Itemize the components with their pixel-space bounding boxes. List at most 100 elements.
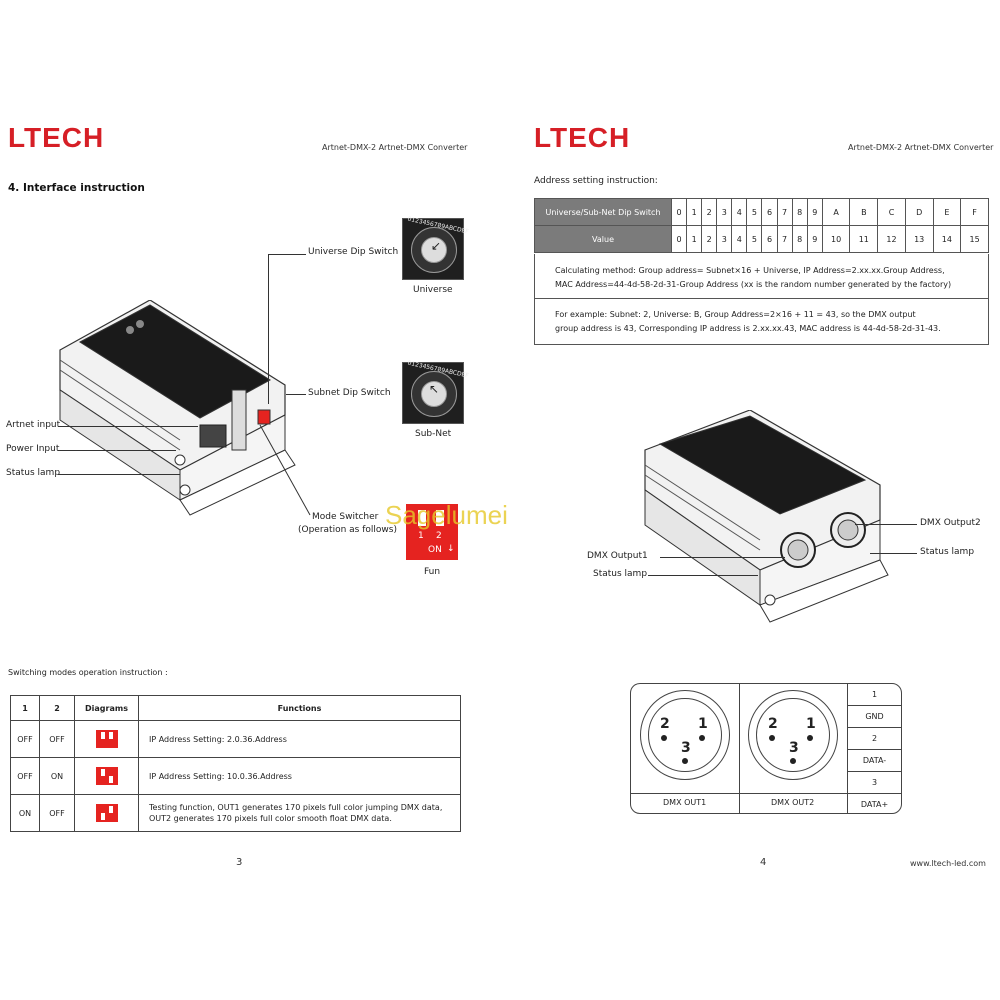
xlr-label-out2: DMX OUT2 bbox=[771, 798, 815, 807]
cell-s2: OFF bbox=[39, 794, 75, 832]
addr-value-cell: 4 bbox=[731, 225, 748, 253]
xlr-legend-item: 1 bbox=[848, 684, 901, 706]
converter-device-front bbox=[59, 300, 296, 516]
addr-dip-cell: 5 bbox=[746, 198, 763, 226]
table-row: ON OFF Testing function, OUT1 generates … bbox=[10, 794, 461, 832]
label-dmx-output1: DMX Output1 bbox=[587, 551, 648, 561]
addr-value-cell: 0 bbox=[670, 225, 688, 253]
th-switch2: 2 bbox=[39, 695, 75, 721]
label-mode-switcher-note: (Operation as follows) bbox=[298, 525, 397, 535]
table-row: OFF OFF IP Address Setting: 2.0.36.Addre… bbox=[10, 720, 461, 758]
th-functions: Functions bbox=[138, 695, 461, 721]
fun-switch-num-2: 2 bbox=[436, 531, 442, 541]
addr-dip-cell: F bbox=[960, 198, 989, 226]
fun-switch-on: ON bbox=[428, 545, 442, 555]
cell-function: IP Address Setting: 2.0.36.Address bbox=[138, 720, 461, 758]
addr-dip-cell: 8 bbox=[791, 198, 808, 226]
label-artnet-input: Artnet input bbox=[6, 420, 61, 430]
brand-logo-right: LTECH bbox=[534, 122, 631, 153]
section-title: 4. Interface instruction bbox=[8, 182, 145, 194]
th-diagrams: Diagrams bbox=[74, 695, 139, 721]
addr-value-cell: 14 bbox=[932, 225, 962, 253]
label-universe: Universe bbox=[413, 285, 453, 295]
subnet-dial: 0123456789ABCDEF ↖ bbox=[402, 360, 469, 424]
label-status-lamp-left: Status lamp bbox=[593, 569, 648, 579]
pin-label: 3 bbox=[789, 740, 799, 756]
pin-label: 2 bbox=[768, 716, 778, 732]
cell-function: IP Address Setting: 10.0.36.Address bbox=[138, 757, 461, 795]
addr-value-cell: 6 bbox=[761, 225, 778, 253]
addr-dip-cell: C bbox=[877, 198, 906, 226]
brand-logo-left: LTECH bbox=[8, 122, 105, 153]
xlr-legend-item: 3 bbox=[848, 772, 901, 794]
addr-dip-cell: D bbox=[904, 198, 934, 226]
label-dmx-output2: DMX Output2 bbox=[920, 518, 981, 528]
label-fun: Fun bbox=[424, 567, 441, 577]
addr-value-cell: 7 bbox=[776, 225, 793, 253]
cell-s2: OFF bbox=[39, 720, 75, 758]
label-status-lamp: Status lamp bbox=[6, 468, 61, 478]
addr-dip-cell: 4 bbox=[731, 198, 748, 226]
addr-row1-label: Universe/Sub-Net Dip Switch bbox=[534, 198, 672, 226]
page-number-left: 3 bbox=[236, 857, 243, 868]
calc-line-2: MAC Address=44-4d-58-2d-31-Group Address… bbox=[555, 280, 952, 289]
doc-title-left: Artnet-DMX-2 Artnet-DMX Converter bbox=[322, 143, 468, 152]
addr-value-cell: 15 bbox=[960, 225, 989, 253]
cell-s1: OFF bbox=[10, 757, 40, 795]
fun-switch-num-1: 1 bbox=[418, 531, 424, 541]
pin-label: 3 bbox=[681, 740, 691, 756]
addr-value-cell: 2 bbox=[701, 225, 718, 253]
leader-mode-switcher bbox=[259, 424, 311, 516]
th-switch1: 1 bbox=[10, 695, 40, 721]
page-number-right: 4 bbox=[760, 857, 767, 868]
addr-dip-cell: 9 bbox=[806, 198, 823, 226]
addr-dip-cell: B bbox=[849, 198, 879, 226]
label-power-input: Power Input bbox=[6, 444, 60, 454]
addr-row2-label: Value bbox=[534, 225, 672, 253]
doc-title-right: Artnet-DMX-2 Artnet-DMX Converter bbox=[848, 143, 994, 152]
cell-function: Testing function, OUT1 generates 170 pix… bbox=[138, 794, 461, 832]
xlr-legend-item: DATA- bbox=[848, 750, 901, 772]
universe-dial: 0123456789ABCDEF ↙ bbox=[402, 216, 469, 280]
addr-value-cell: 8 bbox=[791, 225, 808, 253]
xlr-legend-item: GND bbox=[848, 706, 901, 728]
addr-value-cell: 13 bbox=[904, 225, 934, 253]
example-line-2: group address is 43, Corresponding IP ad… bbox=[555, 324, 941, 333]
label-subnet-dip: Subnet Dip Switch bbox=[308, 388, 391, 398]
function-line-1: Testing function, OUT1 generates 170 pix… bbox=[149, 803, 443, 812]
addr-dip-cell: 0 bbox=[670, 198, 688, 226]
addr-value-cell: 9 bbox=[806, 225, 823, 253]
addr-value-cell: 12 bbox=[877, 225, 906, 253]
addr-value-cell: 5 bbox=[746, 225, 763, 253]
arrow-icon: ↖ bbox=[429, 382, 440, 396]
website-link[interactable]: www.ltech-led.com bbox=[910, 859, 986, 868]
function-line-2: OUT2 generates 170 pixels full color smo… bbox=[149, 814, 392, 823]
label-universe-dip: Universe Dip Switch bbox=[308, 247, 399, 257]
modes-table: 1 2 Diagrams Functions OFF OFF IP Addres… bbox=[10, 695, 461, 832]
arrow-icon: ↙ bbox=[431, 239, 442, 253]
addr-dip-cell: 2 bbox=[701, 198, 718, 226]
fun-dip-switch: 1 2 ON ↓ bbox=[406, 504, 458, 560]
table-row: OFF ON IP Address Setting: 10.0.36.Addre… bbox=[10, 757, 461, 795]
calc-line-1: Calculating method: Group address= Subne… bbox=[555, 266, 945, 275]
dip-diagram-icon bbox=[95, 804, 118, 822]
addr-value-cell: 1 bbox=[686, 225, 703, 253]
example-line-1: For example: Subnet: 2, Universe: B, Gro… bbox=[555, 310, 916, 319]
dip-diagram-icon bbox=[95, 767, 118, 785]
addr-dip-cell: 7 bbox=[776, 198, 793, 226]
converter-device-back bbox=[644, 410, 889, 623]
modes-title: Switching modes operation instruction : bbox=[8, 668, 168, 677]
label-status-lamp-right: Status lamp bbox=[920, 547, 975, 557]
cell-s1: OFF bbox=[10, 720, 40, 758]
pin-label: 1 bbox=[806, 716, 816, 732]
xlr-legend-item: 2 bbox=[848, 728, 901, 750]
arrow-down-icon: ↓ bbox=[447, 544, 455, 554]
pin-label: 2 bbox=[660, 716, 670, 732]
address-title: Address setting instruction: bbox=[534, 176, 658, 186]
addr-value-cell: 10 bbox=[821, 225, 851, 253]
xlr-legend-item: DATA+ bbox=[860, 800, 889, 809]
dip-diagram-icon bbox=[95, 730, 118, 748]
address-notes: Calculating method: Group address= Subne… bbox=[534, 254, 989, 345]
